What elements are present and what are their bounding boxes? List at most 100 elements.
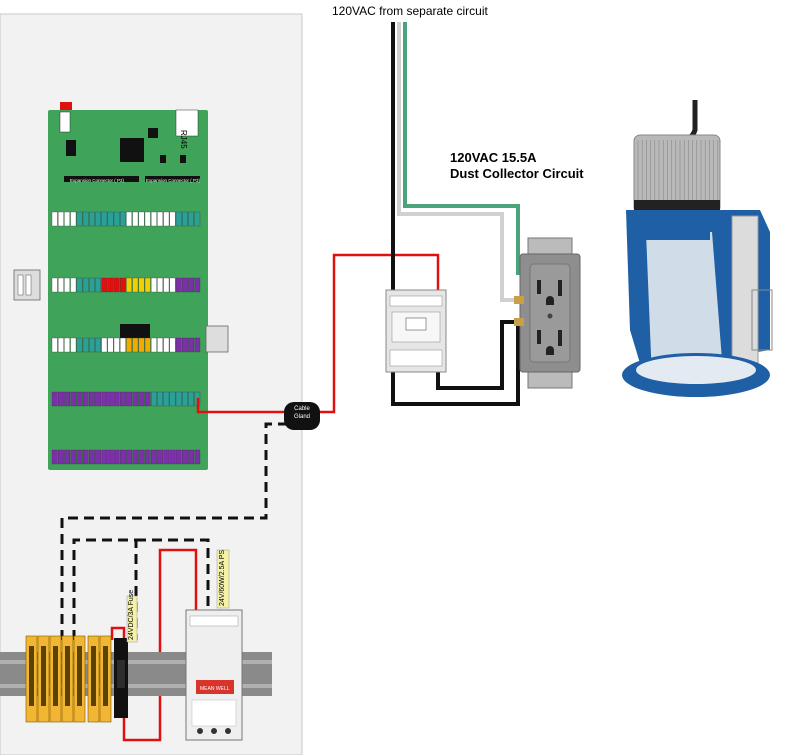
board-terminal <box>76 449 83 465</box>
board-terminal <box>138 277 145 293</box>
board-terminal <box>70 211 77 227</box>
board-terminal <box>175 337 182 353</box>
terminal-block-icon <box>25 635 112 723</box>
board-terminal <box>144 449 151 465</box>
black-neutral-wire <box>391 322 520 406</box>
board-terminal <box>163 449 170 465</box>
supply-label: 120VAC from separate circuit <box>332 4 488 18</box>
din-terminal-slot <box>65 646 70 706</box>
board-terminal <box>126 449 132 465</box>
board-terminal <box>89 277 95 293</box>
board-terminal <box>157 277 163 293</box>
board-terminal <box>76 337 83 353</box>
board-terminal <box>169 337 176 353</box>
board-terminal <box>76 391 83 407</box>
board-terminal <box>113 391 120 407</box>
board-terminal <box>194 211 201 227</box>
board-terminal <box>132 337 139 353</box>
rj45-label: RJ45 <box>179 130 188 149</box>
board-terminal <box>113 449 120 465</box>
board-terminal <box>120 337 126 353</box>
board-terminal <box>76 277 83 293</box>
board-terminal <box>126 391 132 407</box>
board-terminal <box>163 277 170 293</box>
board-terminal <box>175 211 182 227</box>
psu-label-tag <box>216 549 230 609</box>
board-terminal <box>144 391 151 407</box>
din-terminal-slot <box>53 646 58 706</box>
board-terminal <box>76 211 83 227</box>
board-terminal <box>95 337 101 353</box>
board-terminal <box>132 449 139 465</box>
board-terminal <box>169 391 176 407</box>
board-terminal <box>138 449 145 465</box>
board-terminal <box>113 211 120 227</box>
board-terminal <box>70 277 77 293</box>
board-terminal <box>58 391 64 407</box>
board-terminal <box>188 337 194 353</box>
board-terminal <box>175 277 182 293</box>
board-terminal <box>182 211 188 227</box>
board-terminal <box>144 337 151 353</box>
board-terminal <box>138 211 145 227</box>
board-terminal <box>113 337 120 353</box>
board-terminal <box>58 277 64 293</box>
white-supply-wire <box>397 22 518 302</box>
board-terminal <box>82 277 89 293</box>
board-terminal <box>175 391 182 407</box>
psu-brand-label: MEAN WELL <box>200 686 230 692</box>
power-supply-icon <box>185 609 243 741</box>
board-terminal <box>182 449 188 465</box>
board-terminal <box>138 337 145 353</box>
board-terminal <box>151 337 157 353</box>
fuse-label: 24VDC/3A Fuse <box>128 589 135 640</box>
board-terminal <box>188 391 194 407</box>
board-terminal <box>51 211 58 227</box>
board-terminal <box>182 337 188 353</box>
din-terminal-slot <box>29 646 34 706</box>
board-terminal <box>101 449 108 465</box>
board-terminal <box>58 449 64 465</box>
board-terminal <box>120 391 126 407</box>
board-terminal <box>194 449 201 465</box>
board-terminal <box>120 277 126 293</box>
board-terminal <box>182 277 188 293</box>
red-signal-wire <box>196 253 440 414</box>
board-terminal <box>194 277 201 293</box>
board-terminal <box>163 337 170 353</box>
board-terminal <box>101 277 108 293</box>
connector-p3-label: Expansion Connector ( P3) <box>146 178 201 183</box>
din-terminal-slot <box>77 646 82 706</box>
board-terminal <box>95 211 101 227</box>
board-terminal <box>89 391 95 407</box>
board-terminal <box>120 449 126 465</box>
board-terminal <box>64 277 70 293</box>
board-terminal <box>70 391 77 407</box>
board-terminal <box>188 449 194 465</box>
board-terminal <box>126 277 132 293</box>
receptacle-icon <box>514 237 581 389</box>
board-terminal <box>101 391 108 407</box>
board-terminal <box>157 211 163 227</box>
board-terminal <box>58 211 64 227</box>
board-terminal <box>132 211 139 227</box>
board-terminal <box>101 337 108 353</box>
board-terminal <box>82 337 89 353</box>
fuse-label-tag <box>126 595 138 643</box>
board-terminal <box>175 449 182 465</box>
board-terminal <box>95 277 101 293</box>
cable-gland-line2: Gland <box>293 414 310 420</box>
board-terminal <box>64 449 70 465</box>
board-terminal <box>144 277 151 293</box>
board-terminal <box>151 391 157 407</box>
dashed-cable-psu <box>136 538 210 612</box>
board-terminal <box>169 449 176 465</box>
board-terminal <box>169 277 176 293</box>
board-terminal <box>169 211 176 227</box>
board-terminal <box>95 449 101 465</box>
board-terminal <box>144 211 151 227</box>
board-terminal <box>89 337 95 353</box>
dust-collector-icon <box>622 100 773 397</box>
board-terminal <box>107 449 114 465</box>
